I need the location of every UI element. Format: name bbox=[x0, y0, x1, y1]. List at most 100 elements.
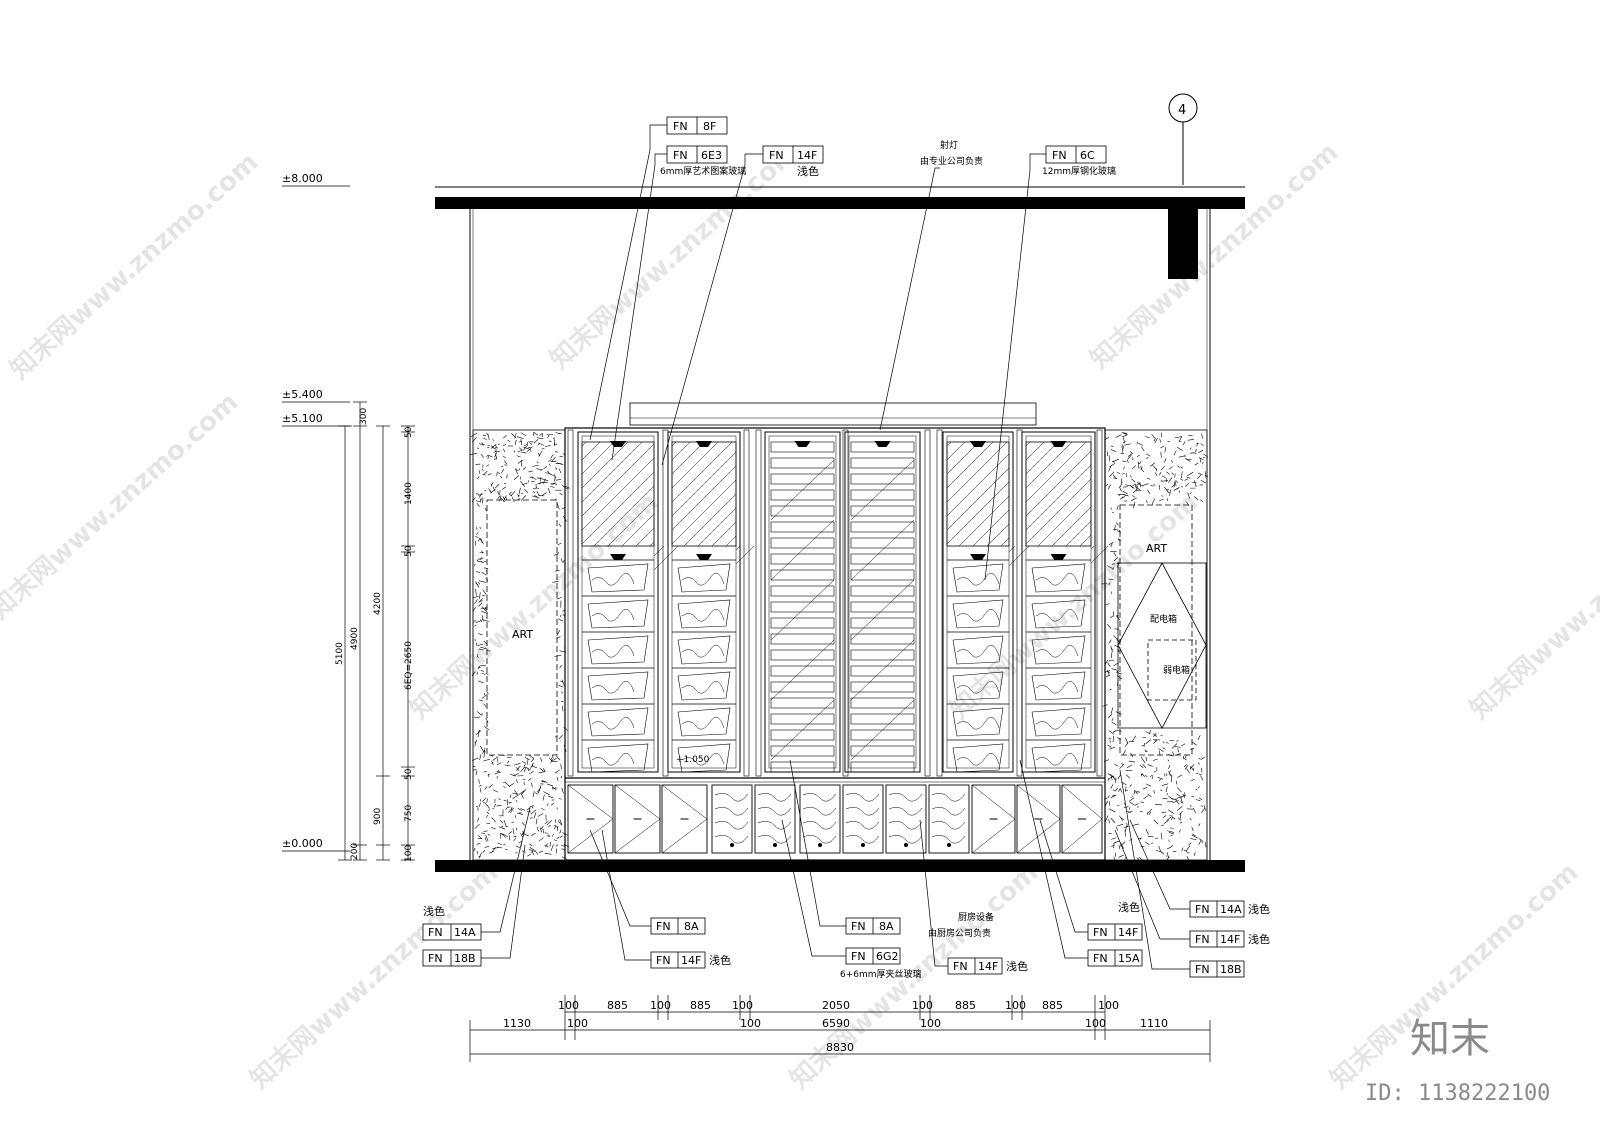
speckle bbox=[1161, 783, 1169, 786]
speckle bbox=[481, 442, 484, 446]
speckle bbox=[486, 814, 488, 818]
display-item bbox=[1031, 563, 1086, 593]
speckle bbox=[1154, 438, 1158, 444]
speckle bbox=[491, 482, 494, 485]
speckle bbox=[1122, 494, 1127, 499]
base-doors bbox=[567, 784, 1103, 854]
speckle bbox=[532, 491, 536, 494]
spotlight-icon bbox=[970, 441, 986, 447]
glass-hatch bbox=[770, 699, 835, 761]
display-item bbox=[677, 707, 731, 737]
speckle bbox=[1134, 486, 1141, 490]
speckle bbox=[482, 850, 486, 853]
speckle bbox=[479, 526, 481, 530]
stone-vein bbox=[931, 834, 966, 844]
glass-hatch bbox=[770, 459, 835, 521]
speckle bbox=[497, 490, 499, 495]
glass-hatch bbox=[683, 493, 737, 547]
rack-slot bbox=[850, 697, 915, 709]
speckle bbox=[520, 439, 522, 445]
speckle bbox=[1122, 472, 1125, 475]
top-slab bbox=[435, 197, 1245, 209]
speckle bbox=[476, 571, 481, 574]
display-item-vein bbox=[956, 608, 1000, 622]
speckle bbox=[1119, 815, 1123, 821]
speckle bbox=[482, 801, 488, 806]
canopy bbox=[629, 402, 1037, 426]
speckle bbox=[1187, 438, 1194, 441]
speckle bbox=[1110, 471, 1115, 477]
speckle bbox=[1183, 757, 1187, 761]
dim-100: 100 bbox=[404, 845, 414, 862]
speckle bbox=[548, 459, 552, 462]
glass-hatch bbox=[671, 441, 719, 489]
speckle bbox=[493, 457, 497, 461]
speckle bbox=[547, 487, 551, 494]
speckle bbox=[531, 782, 533, 788]
glass-hatch bbox=[770, 639, 835, 701]
speckle bbox=[490, 754, 494, 757]
speckle bbox=[478, 492, 483, 498]
speckle bbox=[1140, 466, 1143, 471]
speckle bbox=[1186, 768, 1191, 774]
speckle bbox=[480, 745, 484, 752]
tag-6e3-note: 6mm厚艺术图案玻璃 bbox=[660, 165, 746, 177]
display-item bbox=[677, 599, 731, 629]
speckle bbox=[504, 464, 507, 466]
speckle bbox=[550, 486, 555, 488]
speckle bbox=[1127, 454, 1132, 460]
door-swing bbox=[567, 784, 614, 854]
speckle bbox=[1170, 834, 1173, 836]
btag-right2-b-num: 14F bbox=[1220, 933, 1240, 946]
speckle bbox=[1107, 773, 1114, 778]
speckle bbox=[1172, 800, 1179, 804]
spotlight-icon bbox=[794, 441, 811, 447]
stone-vein bbox=[931, 806, 966, 816]
speckle bbox=[538, 771, 546, 774]
speckle bbox=[1166, 741, 1169, 744]
door-knob bbox=[818, 843, 822, 847]
glass-hatch bbox=[1025, 441, 1073, 489]
display-item-vein bbox=[1035, 572, 1079, 586]
tag-6e3-num: 6E3 bbox=[701, 149, 722, 162]
speckle bbox=[1179, 829, 1181, 833]
speckle bbox=[1177, 747, 1179, 753]
btag-mid2-b-code: FN bbox=[851, 950, 866, 963]
speckle bbox=[1177, 817, 1182, 821]
speckle bbox=[542, 481, 548, 483]
glass-hatch bbox=[581, 457, 655, 531]
cabinet-column-inner bbox=[581, 435, 655, 769]
speckle bbox=[1183, 792, 1186, 795]
speckle bbox=[1169, 827, 1174, 829]
speckle bbox=[521, 761, 527, 764]
speckle bbox=[1147, 808, 1153, 814]
speckle bbox=[1126, 822, 1128, 828]
display-item bbox=[677, 671, 731, 701]
speckle bbox=[1164, 446, 1167, 453]
speckle bbox=[1109, 740, 1112, 743]
spotlight-icon bbox=[696, 441, 712, 447]
dim-900: 900 bbox=[373, 808, 383, 825]
speckle bbox=[1153, 732, 1157, 737]
speckle bbox=[1122, 493, 1128, 497]
speckle bbox=[483, 751, 486, 758]
speckle bbox=[1115, 826, 1119, 832]
speckle bbox=[482, 473, 486, 476]
speckle bbox=[534, 792, 539, 795]
speckle bbox=[494, 452, 498, 458]
speckle bbox=[1109, 746, 1116, 750]
display-item bbox=[952, 671, 1004, 701]
speckle bbox=[1153, 740, 1157, 744]
speckle bbox=[501, 486, 507, 490]
speckle bbox=[497, 846, 502, 849]
speckle bbox=[490, 445, 494, 448]
speckle bbox=[1139, 837, 1142, 840]
speckle bbox=[1179, 821, 1183, 824]
speckle bbox=[1193, 480, 1197, 488]
speckle bbox=[533, 812, 537, 819]
speckle bbox=[1117, 538, 1122, 541]
speckle bbox=[1122, 749, 1126, 756]
speckle bbox=[1141, 446, 1145, 452]
speckle bbox=[484, 845, 490, 848]
speckle bbox=[552, 757, 557, 761]
